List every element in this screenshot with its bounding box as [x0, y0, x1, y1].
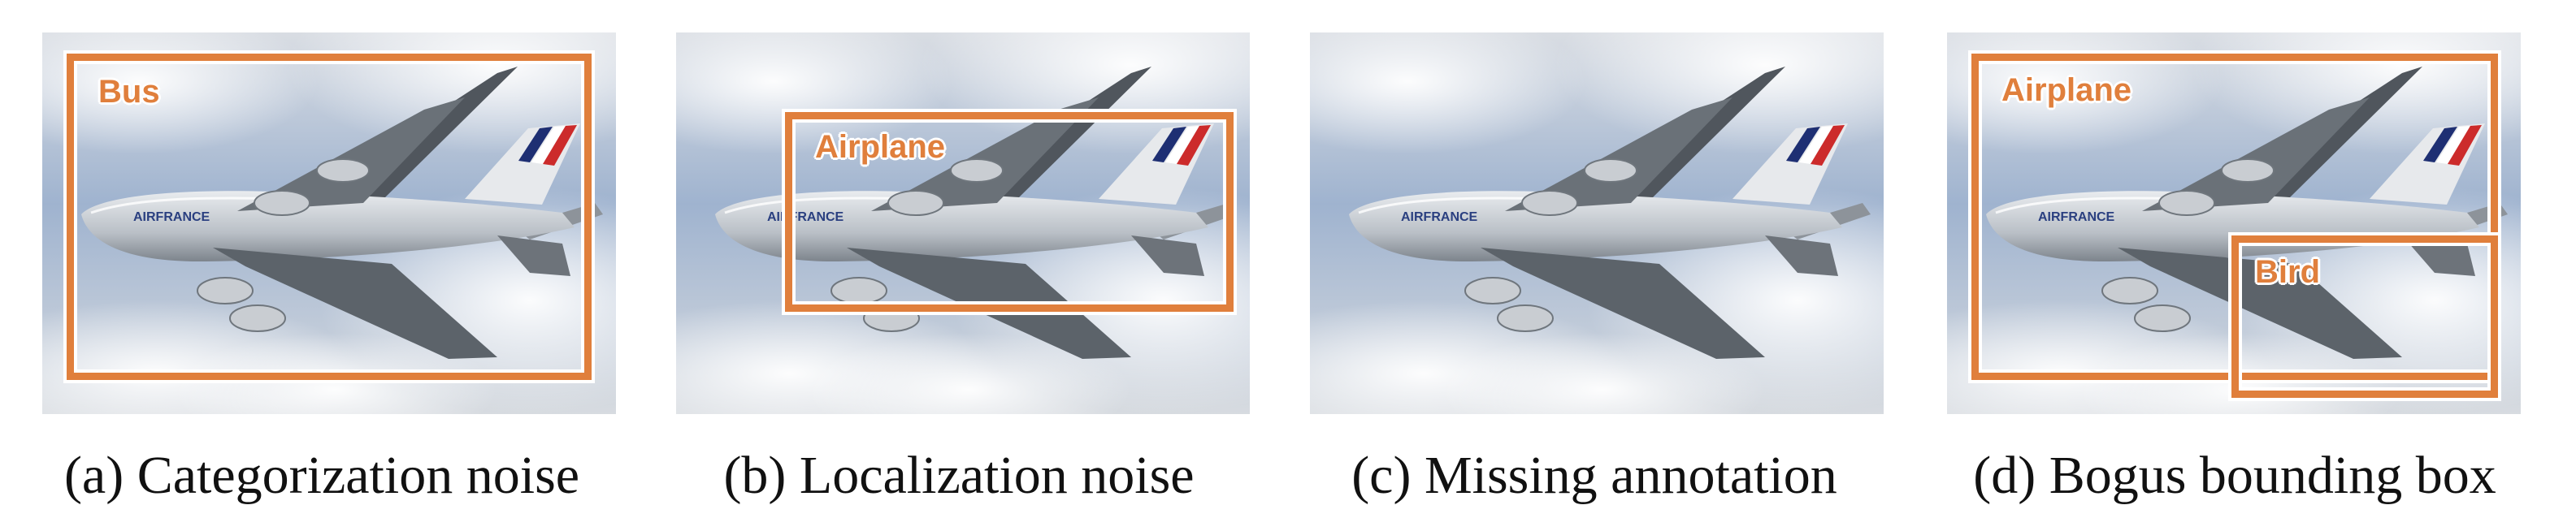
box-label: Bird [2255, 254, 2320, 290]
panel-caption: (c) Missing annotation [1351, 446, 1837, 505]
airplane-photo-icon [1310, 32, 1884, 414]
box-label: Airplane [2001, 72, 2132, 108]
bounding-box-icon: Bus [67, 54, 592, 380]
bounding-box-icon: Airplane [785, 112, 1234, 312]
box-label: Airplane [815, 129, 946, 165]
panel-caption: (b) Localization noise [723, 446, 1195, 505]
bounding-box-icon: Bird [2231, 235, 2498, 398]
panel-missing-annotation [1310, 32, 1884, 414]
panel-caption: (d) Bogus bounding box [1973, 446, 2496, 505]
box-label: Bus [98, 74, 160, 110]
panel-localization-noise: Airplane [676, 32, 1250, 414]
panel-caption: (a) Categorization noise [63, 446, 580, 505]
panel-categorization-noise: Bus [42, 32, 616, 414]
